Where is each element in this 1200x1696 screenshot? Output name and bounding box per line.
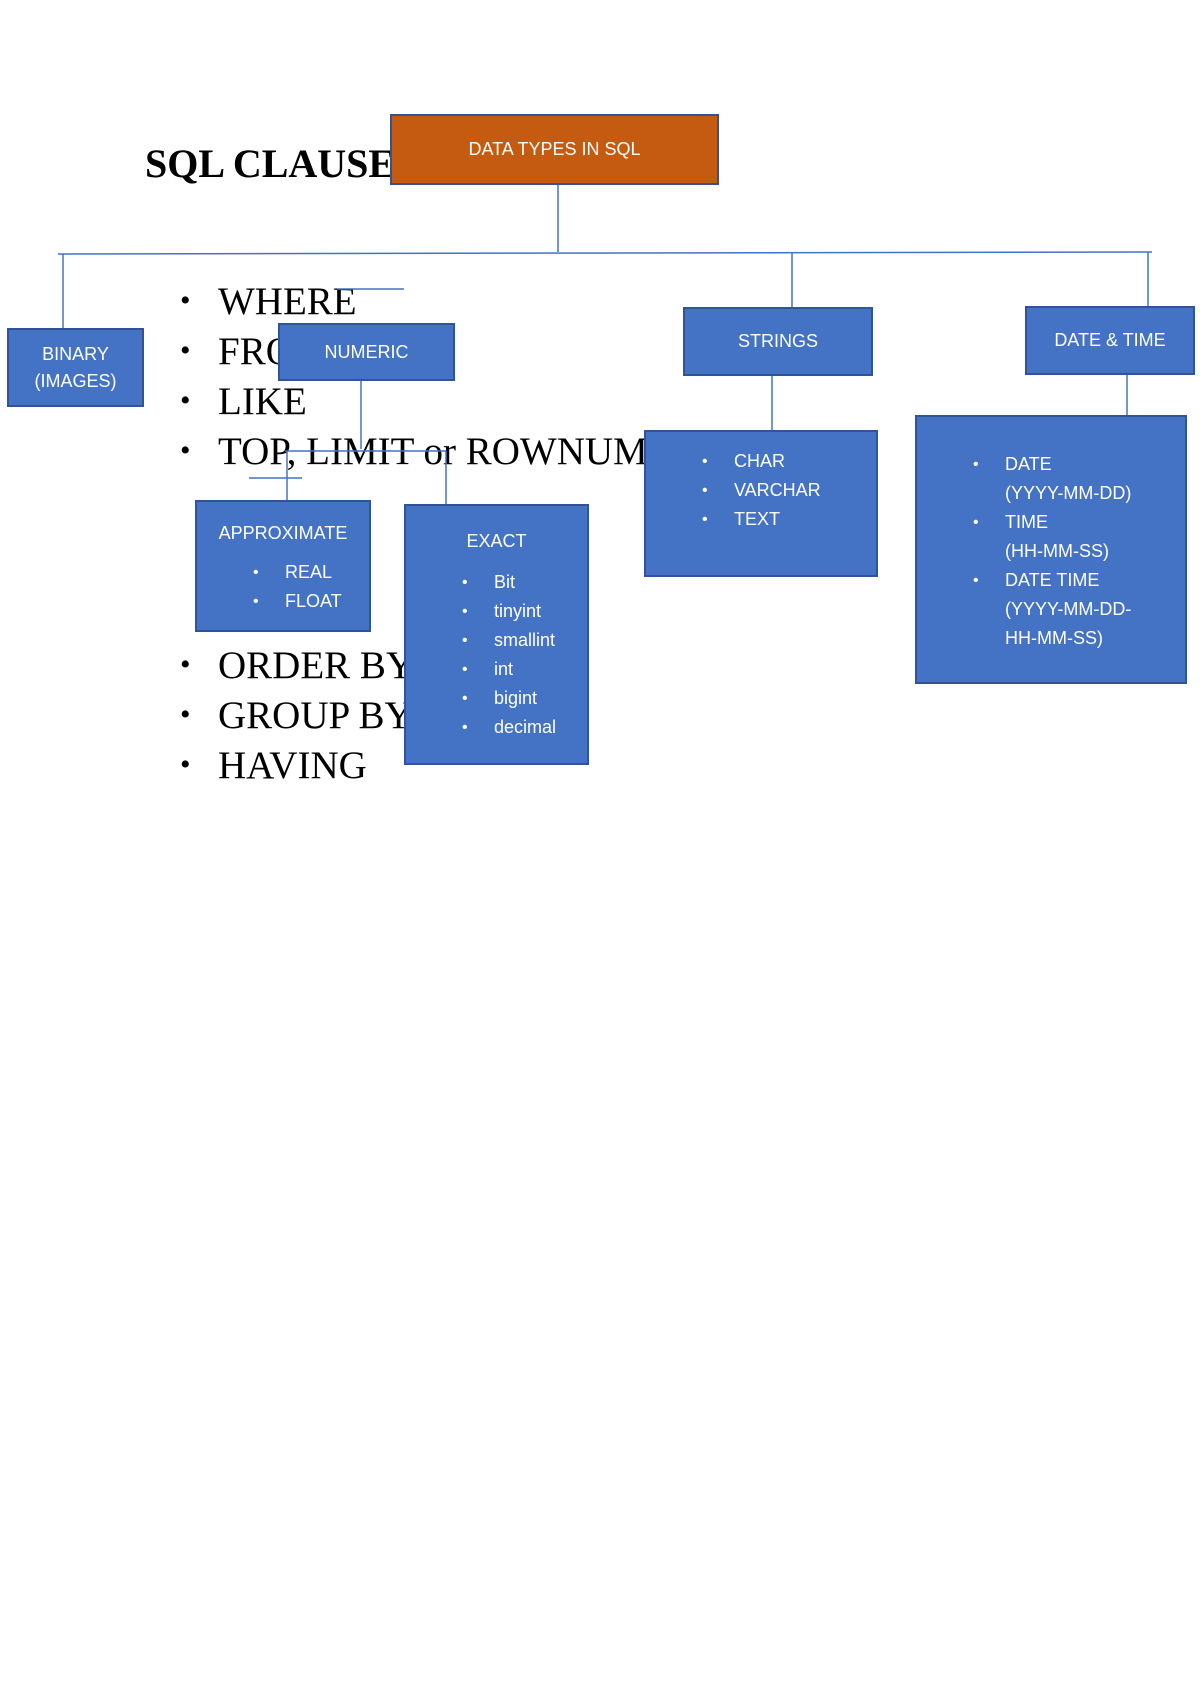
bullet-icon: • [180,748,191,781]
document-heading: SQL CLAUSE [145,141,396,186]
binary-node: BINARY (IMAGES) [7,328,144,407]
exact-title: EXACT [466,531,527,551]
clause-label: HAVING [218,744,367,787]
date-time-node-label: DATE & TIME [1054,330,1166,350]
list-item: •DATE (YYYY-MM-DD) [973,450,1185,508]
clause-label: ORDER BY [218,644,415,687]
strings-node-label: STRINGS [737,331,818,351]
list-item: •int [462,655,587,684]
clause-item-where: • WHERE [180,282,357,321]
bullet-icon: • [180,284,191,317]
list-item: •VARCHAR [702,476,876,505]
clause-label: LIKE [218,380,307,423]
list-item: •tinyint [462,597,587,626]
bullet-icon: • [180,698,191,731]
list-item: •FLOAT [253,587,369,616]
list-item: •bigint [462,684,587,713]
numeric-node: NUMERIC [278,323,455,381]
list-item: •decimal [462,713,587,742]
date-time-types-list: •DATE (YYYY-MM-DD) •TIME (HH-MM-SS) •DAT… [973,450,1185,653]
connector-main-horizontal [57,251,1153,255]
clause-item-group-by: • GROUP BY [180,696,413,735]
bullet-icon: • [180,384,191,417]
list-item: •DATE TIME (YYYY-MM-DD- HH-MM-SS) [973,566,1185,653]
clause-item-having: • HAVING [180,746,367,785]
bullet-icon: • [702,482,708,499]
root-node: DATA TYPES IN SQL [390,114,719,185]
date-time-node: DATE & TIME [1025,306,1195,375]
strings-node: STRINGS [683,307,873,376]
bullet-icon: • [180,434,191,467]
bullet-icon: • [462,719,468,736]
string-types-node: •CHAR •VARCHAR •TEXT [644,430,878,577]
exact-list: •Bit •tinyint •smallint •int •bigint •de… [462,568,587,742]
list-item: •REAL [253,558,369,587]
approximate-node: APPROXIMATE •REAL •FLOAT [195,500,371,632]
list-item: •smallint [462,626,587,655]
clause-label: WHERE [218,280,357,323]
bullet-icon: • [462,661,468,678]
bullet-icon: • [702,453,708,470]
list-item: •CHAR [702,447,876,476]
bullet-icon: • [702,511,708,528]
bullet-icon: • [462,574,468,591]
approximate-title: APPROXIMATE [218,523,348,543]
bullet-icon: • [462,690,468,707]
approximate-list: •REAL •FLOAT [253,558,369,616]
bullet-icon: • [180,334,191,367]
bullet-icon: • [253,564,259,581]
bullet-icon: • [180,648,191,681]
bullet-icon: • [253,593,259,610]
clause-item-order-by: • ORDER BY [180,646,414,685]
list-item: •TIME (HH-MM-SS) [973,508,1185,566]
bullet-icon: • [462,603,468,620]
exact-node: EXACT •Bit •tinyint •smallint •int •bigi… [404,504,589,765]
list-item: •Bit [462,568,587,597]
bullet-icon: • [973,456,979,473]
clause-item-like: • LIKE [180,382,307,421]
bullet-icon: • [973,514,979,531]
list-item: •TEXT [702,505,876,534]
numeric-node-label: NUMERIC [324,341,409,362]
bullet-icon: • [973,572,979,589]
string-types-list: •CHAR •VARCHAR •TEXT [702,447,876,534]
date-time-types-node: •DATE (YYYY-MM-DD) •TIME (HH-MM-SS) •DAT… [915,415,1187,684]
root-node-label: DATA TYPES IN SQL [468,139,641,159]
clause-label: GROUP BY [218,694,413,737]
binary-node-label: BINARY (IMAGES) [34,343,117,391]
bullet-icon: • [462,632,468,649]
